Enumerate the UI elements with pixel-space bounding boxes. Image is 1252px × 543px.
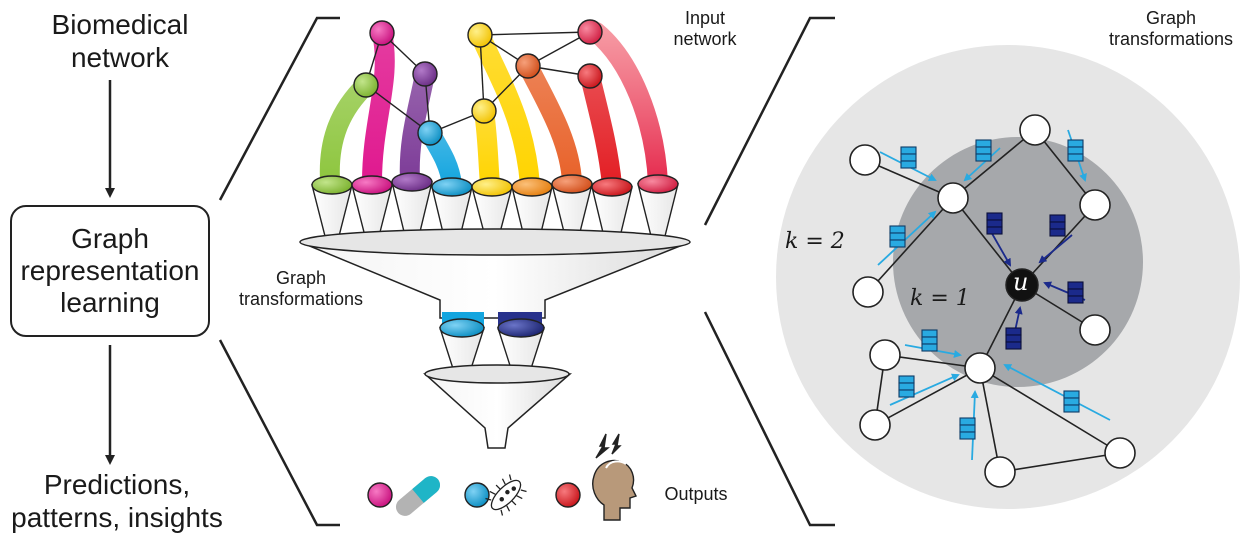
cone-5 bbox=[471, 177, 513, 241]
node-e bbox=[852, 276, 884, 308]
box-line2: representation bbox=[20, 254, 200, 286]
output-funnel bbox=[423, 364, 573, 449]
cone-2 bbox=[351, 175, 393, 241]
k2-label: k = 2 bbox=[785, 229, 845, 254]
predictions-line2: patterns, insights bbox=[11, 502, 223, 534]
node-yellow-top bbox=[467, 22, 493, 48]
dark-messages bbox=[989, 229, 1086, 346]
outputs-label: Outputs bbox=[664, 484, 728, 504]
node-yellow bbox=[471, 98, 497, 124]
node-k bbox=[1104, 437, 1136, 469]
node-orange bbox=[515, 53, 541, 79]
node-red bbox=[577, 63, 603, 89]
center-node-label: u bbox=[1013, 268, 1029, 296]
cone-1 bbox=[311, 175, 353, 241]
right-panel-title-line1: Graph bbox=[1145, 8, 1197, 28]
outputs-row bbox=[367, 433, 637, 521]
top-cones bbox=[311, 172, 679, 246]
cone-navy-out bbox=[497, 318, 545, 379]
input-network-label: Input network bbox=[660, 8, 750, 50]
cone-blue-out bbox=[439, 318, 485, 379]
graph-transformations-label: Graph transformations bbox=[226, 268, 376, 310]
graph-transformations-line2: transformations bbox=[238, 289, 364, 310]
stream-yellow-2 bbox=[470, 25, 540, 195]
center-node-u bbox=[1005, 268, 1039, 302]
node-i bbox=[859, 409, 891, 441]
box-text: Graph representation learning bbox=[20, 223, 199, 320]
output-magenta-node bbox=[367, 482, 393, 508]
node-green bbox=[353, 72, 379, 98]
k1-label: k = 1 bbox=[910, 286, 970, 311]
graph-transformations-panel bbox=[776, 45, 1240, 509]
node-g bbox=[869, 339, 901, 371]
right-panel-title: Graph transformations bbox=[1096, 8, 1246, 50]
zoom-bracket-middle bbox=[218, 16, 340, 527]
input-network-line2: network bbox=[673, 29, 737, 50]
node-j bbox=[984, 456, 1016, 488]
node-magenta bbox=[369, 20, 395, 46]
input-network-line1: Input bbox=[684, 8, 726, 28]
cone-6 bbox=[511, 177, 553, 246]
predictions-line1: Predictions, bbox=[43, 469, 191, 500]
node-h bbox=[964, 352, 996, 384]
node-d bbox=[1079, 189, 1111, 221]
cone-9 bbox=[637, 174, 679, 241]
node-f bbox=[1079, 314, 1111, 346]
stream-red bbox=[580, 66, 622, 195]
stream-crimson bbox=[586, 22, 668, 193]
right-panel-title-line2: transformations bbox=[1108, 29, 1234, 50]
stream-green bbox=[319, 75, 376, 190]
light-messages bbox=[877, 129, 1111, 461]
cone-7 bbox=[551, 174, 593, 241]
box-line3: learning bbox=[60, 287, 160, 319]
biomedical-network-line1: Biomedical bbox=[51, 9, 189, 40]
input-network-nodes bbox=[353, 19, 603, 146]
node-purple bbox=[412, 61, 438, 87]
biomedical-network-label: Biomedical network bbox=[20, 8, 220, 74]
pill-icon bbox=[395, 476, 441, 516]
node-c bbox=[937, 182, 969, 214]
box-line1: Graph bbox=[71, 222, 149, 254]
stream-orange bbox=[518, 56, 582, 192]
graph-transformations-funnel bbox=[299, 228, 691, 319]
predictions-label: Predictions, patterns, insights bbox=[2, 468, 232, 534]
middle-cones bbox=[439, 312, 545, 379]
zoom-bracket-right bbox=[703, 16, 835, 527]
microbe-icon bbox=[485, 474, 527, 516]
graph-transformations-line1: Graph bbox=[275, 268, 327, 288]
stream-magenta bbox=[362, 23, 395, 192]
node-a bbox=[849, 144, 881, 176]
output-red-node bbox=[555, 482, 581, 508]
head-icon bbox=[592, 433, 637, 521]
node-b bbox=[1019, 114, 1051, 146]
panel-nodes bbox=[849, 114, 1136, 488]
node-crimson bbox=[577, 19, 603, 45]
output-blue-node bbox=[464, 482, 490, 508]
node-blue bbox=[417, 120, 443, 146]
graph-representation-learning-box: Graph representation learning bbox=[10, 205, 210, 337]
light-message-vectors bbox=[889, 139, 1084, 440]
biomedical-network-line2: network bbox=[70, 42, 170, 74]
dark-message-vectors bbox=[986, 212, 1084, 350]
